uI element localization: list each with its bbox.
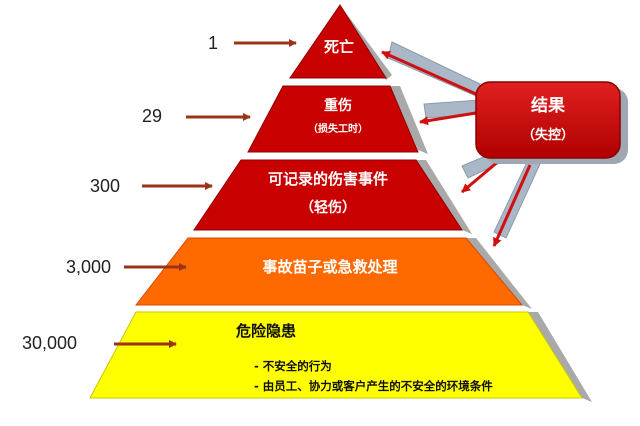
pyramid-side-2 bbox=[390, 86, 428, 154]
outcome-arrow-4 bbox=[492, 164, 532, 247]
count-level-5: 30,000 bbox=[22, 333, 78, 353]
outcome-arrow-1 bbox=[381, 50, 486, 100]
outcome-title: 结果 bbox=[531, 96, 565, 116]
level-2-subtitle: （损失工时） bbox=[308, 124, 368, 135]
count-level-3: 300 bbox=[90, 176, 121, 196]
outcome-subtitle: （失控） bbox=[521, 128, 574, 143]
level-3-band bbox=[193, 159, 463, 231]
level-3-title: 可记录的伤害事件 bbox=[267, 170, 388, 188]
level-1-title: 死亡 bbox=[323, 38, 354, 56]
level-2-title: 重伤 bbox=[324, 98, 352, 114]
pyramid-side-3 bbox=[416, 160, 472, 234]
connector-to-level-4 bbox=[493, 159, 541, 239]
level-2-band bbox=[247, 85, 419, 153]
pyramid-side-4 bbox=[466, 238, 532, 309]
level-4-title: 事故苗子或急救处理 bbox=[262, 258, 398, 276]
connector-to-level-1 bbox=[387, 41, 481, 97]
count-level-2: 29 bbox=[142, 106, 163, 126]
outcome-arrow-3 bbox=[461, 158, 501, 194]
level-1-band bbox=[289, 4, 387, 79]
level-5-bullet-1: - 不安全的行为 bbox=[254, 359, 332, 373]
connector-to-level-2 bbox=[423, 99, 481, 119]
pyramid-side-5 bbox=[528, 312, 592, 402]
level-5-bullet-2: - 由员工、协力或客户产生的不安全的环境条件 bbox=[254, 379, 493, 393]
outcome-arrow-2 bbox=[419, 110, 483, 126]
count-level-4: 3,000 bbox=[66, 257, 112, 277]
level-3-subtitle: （轻伤） bbox=[300, 200, 356, 216]
level-5-band bbox=[89, 311, 583, 399]
count-level-1: 1 bbox=[208, 33, 219, 53]
level-5-title: 危险隐患 bbox=[236, 322, 297, 340]
outcome-box bbox=[475, 81, 621, 159]
pyramid-side-1 bbox=[340, 5, 392, 80]
level-4-band bbox=[134, 237, 524, 306]
